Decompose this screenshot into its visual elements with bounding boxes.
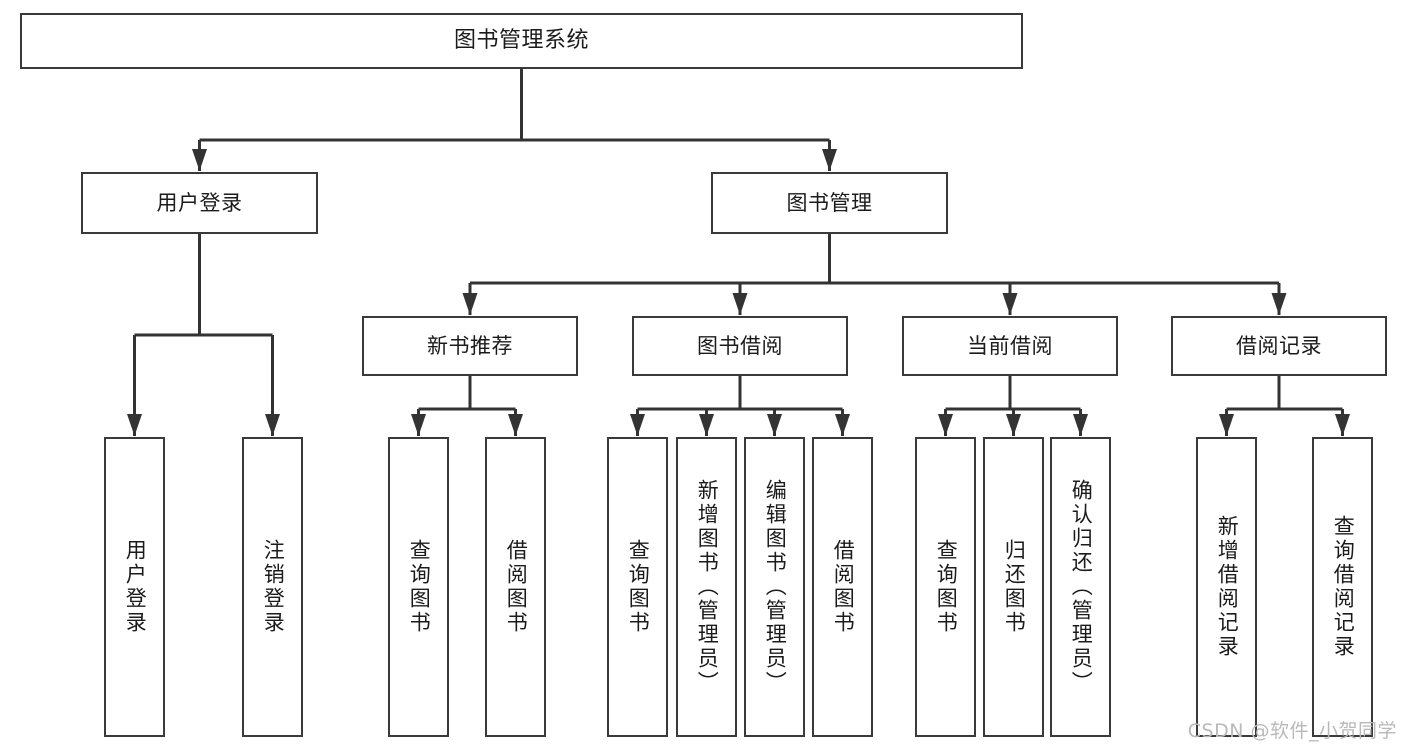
- node-label: 编辑图书（管理员）: [763, 479, 788, 695]
- node-label: 查询借阅记录: [1331, 515, 1356, 659]
- node-label: 借阅图书: [831, 539, 856, 635]
- leaf-edit-book-admin[interactable]: 编辑图书（管理员）: [744, 437, 805, 737]
- node-label: 借阅记录: [1236, 333, 1322, 358]
- node-label: 图书管理: [786, 190, 873, 215]
- node-label: 新增借阅记录: [1215, 515, 1240, 659]
- leaf-add-borrow-record[interactable]: 新增借阅记录: [1196, 437, 1257, 737]
- node-label: 用户登录: [123, 539, 148, 635]
- node-label: 查询图书: [407, 539, 432, 635]
- node-user-login[interactable]: 用户登录: [81, 172, 318, 234]
- leaf-add-book-admin[interactable]: 新增图书（管理员）: [676, 437, 737, 737]
- node-book-management[interactable]: 图书管理: [711, 172, 948, 234]
- leaf-query-book-rec[interactable]: 查询图书: [388, 437, 449, 737]
- node-label: 新书推荐: [427, 333, 513, 358]
- leaf-query-borrow-record[interactable]: 查询借阅记录: [1312, 437, 1373, 737]
- leaf-query-book-borrow[interactable]: 查询图书: [607, 437, 668, 737]
- leaf-query-book-current[interactable]: 查询图书: [915, 437, 976, 737]
- node-label: 图书管理系统: [453, 28, 589, 54]
- leaf-user-login[interactable]: 用户登录: [104, 437, 165, 737]
- leaf-borrow-book[interactable]: 借阅图书: [812, 437, 873, 737]
- leaf-borrow-book-rec[interactable]: 借阅图书: [485, 437, 546, 737]
- node-label: 归还图书: [1002, 539, 1027, 635]
- node-label: 查询图书: [934, 539, 959, 635]
- leaf-confirm-return-admin[interactable]: 确认归还（管理员）: [1050, 437, 1111, 737]
- node-root-system[interactable]: 图书管理系统: [20, 13, 1023, 69]
- node-label: 借阅图书: [504, 539, 529, 635]
- node-label: 确认归还（管理员）: [1069, 479, 1094, 695]
- node-label: 注销登录: [261, 539, 286, 635]
- node-borrow-record[interactable]: 借阅记录: [1171, 316, 1387, 376]
- node-book-borrow[interactable]: 图书借阅: [632, 316, 848, 376]
- leaf-user-logout[interactable]: 注销登录: [242, 437, 303, 737]
- node-label: 当前借阅: [967, 333, 1053, 358]
- node-current-borrow[interactable]: 当前借阅: [902, 316, 1118, 376]
- node-label: 图书借阅: [697, 333, 783, 358]
- node-label: 查询图书: [626, 539, 651, 635]
- node-new-book-recommend[interactable]: 新书推荐: [362, 316, 578, 376]
- node-label: 用户登录: [156, 190, 243, 215]
- leaf-return-book[interactable]: 归还图书: [983, 437, 1044, 737]
- watermark: CSDN @软件_小贺同学: [1187, 720, 1397, 742]
- node-label: 新增图书（管理员）: [695, 479, 720, 695]
